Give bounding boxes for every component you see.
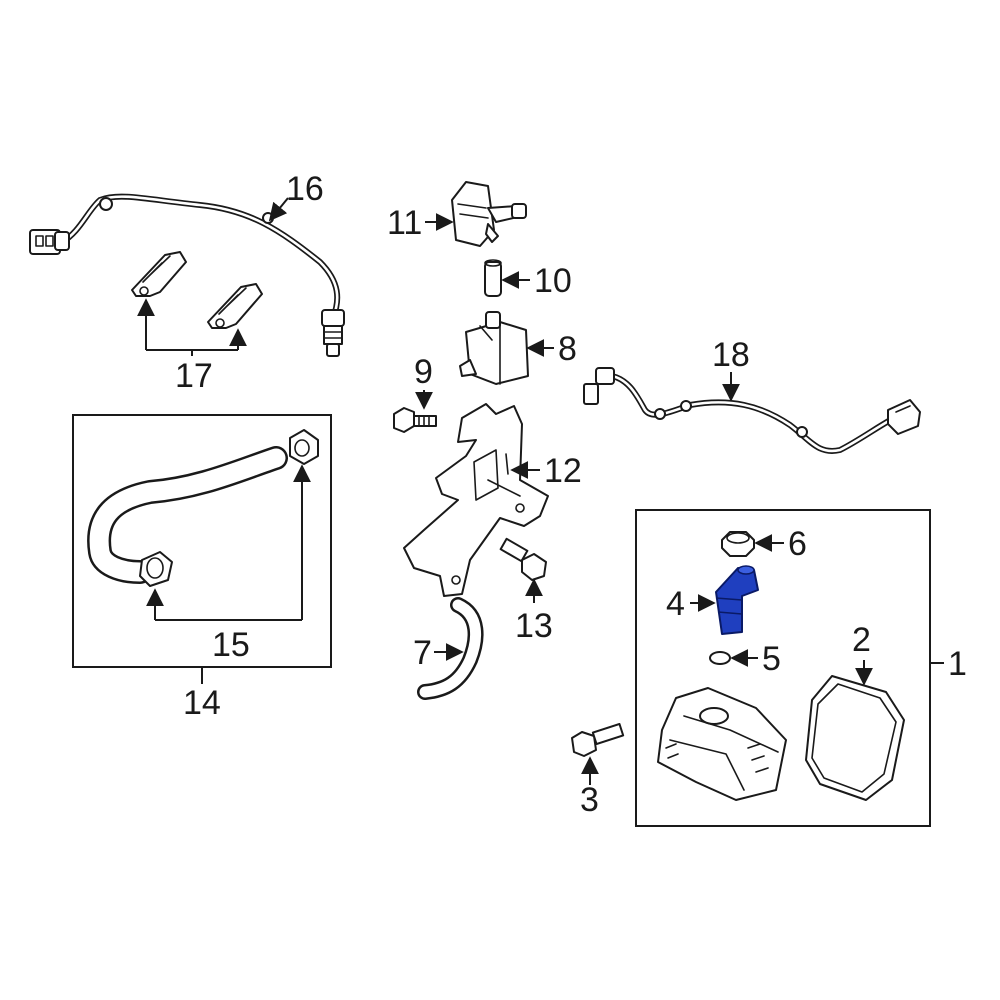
part-1-oil-separator[interactable] [657, 687, 787, 801]
part-8-valve[interactable] [459, 311, 529, 385]
part-12-bracket[interactable] [403, 403, 549, 597]
callout-18: 18 [712, 336, 750, 374]
part-1-group-box [635, 509, 931, 827]
part-6-nut[interactable] [721, 531, 755, 557]
part-15-hose-clamps[interactable] [139, 429, 319, 587]
part-16-oxygen-sensor[interactable] [29, 193, 345, 357]
callout-13: 13 [515, 607, 553, 645]
callout-3: 3 [580, 781, 599, 819]
callout-12: 12 [544, 452, 582, 490]
callout-17: 17 [175, 357, 213, 395]
callout-11: 11 [387, 204, 422, 242]
part-14-hose[interactable] [87, 446, 288, 584]
part-18-oxygen-sensor[interactable] [583, 367, 921, 454]
part-7-hose[interactable] [417, 597, 484, 700]
callout-6: 6 [788, 525, 807, 563]
callout-5: 5 [762, 640, 781, 678]
callout-1: 1 [948, 645, 967, 683]
part-2-gasket[interactable] [805, 675, 905, 801]
callout-2: 2 [852, 621, 871, 659]
part-3-bolt[interactable] [571, 722, 625, 757]
part-17-sensor-brackets[interactable] [131, 251, 263, 329]
callout-14: 14 [183, 684, 221, 722]
callout-4: 4 [666, 585, 685, 623]
part-13-bolt[interactable] [499, 537, 547, 581]
part-5-o-ring[interactable] [709, 651, 731, 665]
leader-lines [137, 197, 944, 785]
callout-7: 7 [413, 634, 432, 672]
part-11-purge-solenoid[interactable] [451, 181, 527, 247]
part-4-pcv-valve[interactable] [715, 565, 759, 635]
part-10-tube[interactable] [484, 259, 502, 297]
callout-8: 8 [558, 330, 577, 368]
callout-10: 10 [534, 262, 572, 300]
part-9-bolt[interactable] [393, 407, 437, 433]
callout-15: 15 [212, 626, 250, 664]
callout-9: 9 [414, 353, 433, 391]
callout-16: 16 [286, 170, 324, 208]
callout-labels: 16 17 11 10 8 9 12 13 7 15 14 18 6 4 5 2… [175, 170, 967, 819]
